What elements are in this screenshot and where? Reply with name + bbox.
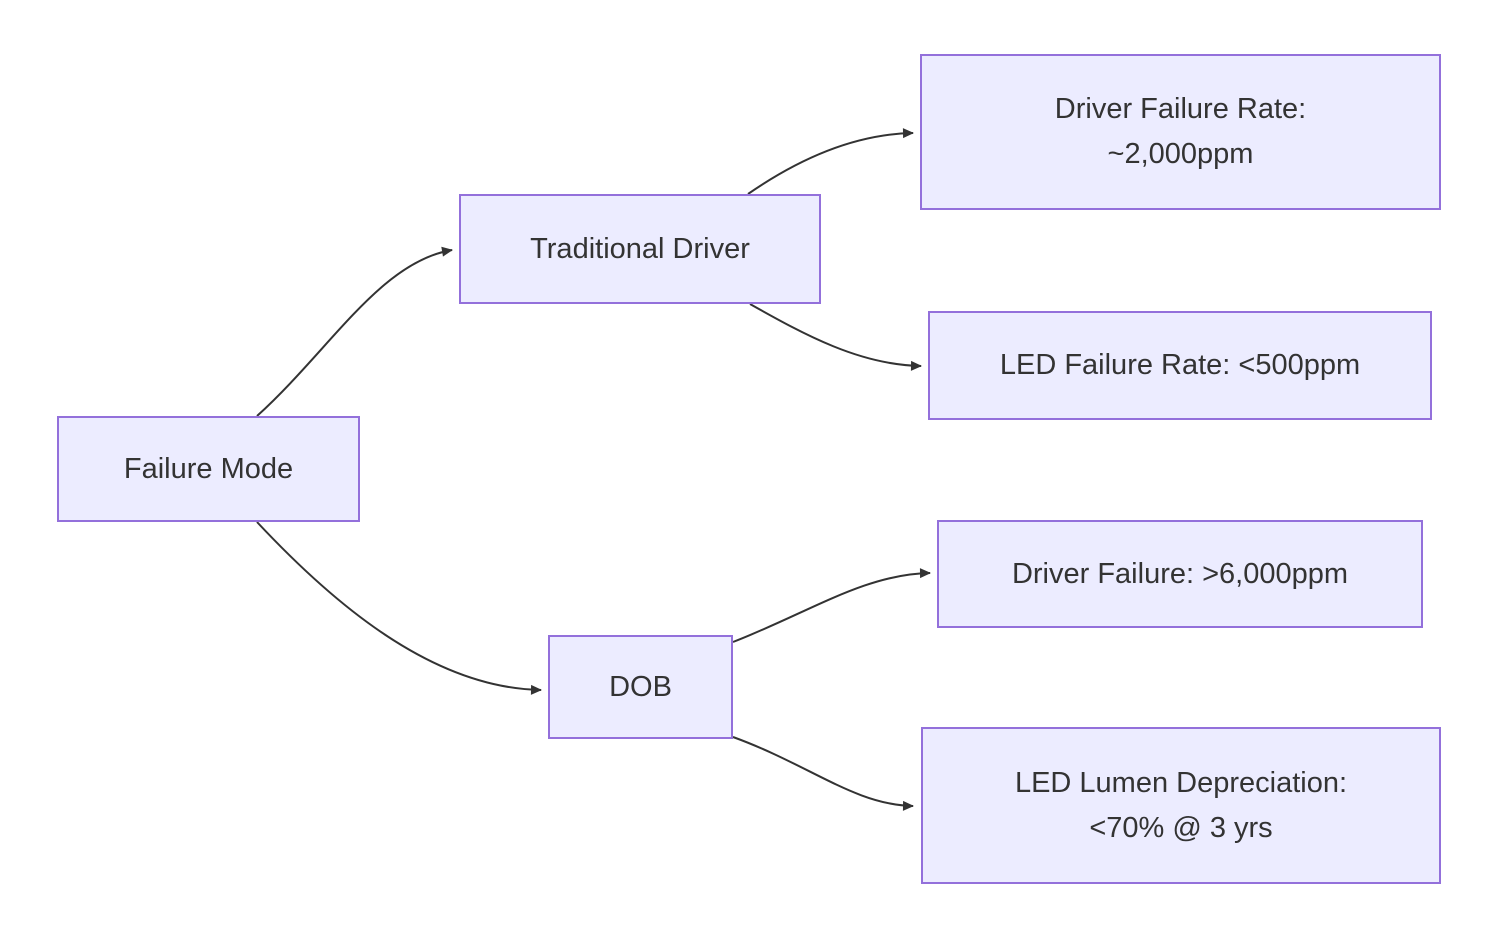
node-label: Failure Mode xyxy=(123,452,294,485)
node-led-failure-rate: LED Failure Rate: <500ppm xyxy=(928,311,1432,420)
node-failure-mode: Failure Mode xyxy=(57,416,360,522)
edge-traditional-driver-to-driver-failure-rate xyxy=(747,128,914,195)
edge-failure-mode-to-traditional-driver xyxy=(256,246,453,417)
edge-dob-to-led-lumen-depreciation xyxy=(732,736,914,811)
node-label-line2: ~2,000ppm xyxy=(1107,138,1254,170)
node-label: Driver Failure: >6,000ppm xyxy=(1011,557,1349,590)
node-traditional-driver: Traditional Driver xyxy=(459,194,821,304)
node-driver-failure: Driver Failure: >6,000ppm xyxy=(937,520,1423,628)
node-label-line2: <70% @ 3 yrs xyxy=(1089,811,1273,844)
node-label: LED Failure Rate: <500ppm xyxy=(999,349,1361,382)
node-label-line1: LED Lumen Depreciation: xyxy=(1014,766,1348,799)
node-dob: DOB xyxy=(548,635,733,739)
node-led-lumen-depreciation: LED Lumen Depreciation: <70% @ 3 yrs xyxy=(921,727,1441,884)
node-label-line1: Driver Failure Rate: xyxy=(1054,93,1307,126)
node-label: DOB xyxy=(609,670,672,703)
edge-traditional-driver-to-led-failure-rate xyxy=(749,303,922,371)
edge-dob-to-driver-failure xyxy=(732,568,931,643)
edge-failure-mode-to-dob xyxy=(256,521,542,695)
node-driver-failure-rate: Driver Failure Rate: ~2,000ppm xyxy=(920,54,1441,210)
node-label: Traditional Driver xyxy=(530,232,750,265)
